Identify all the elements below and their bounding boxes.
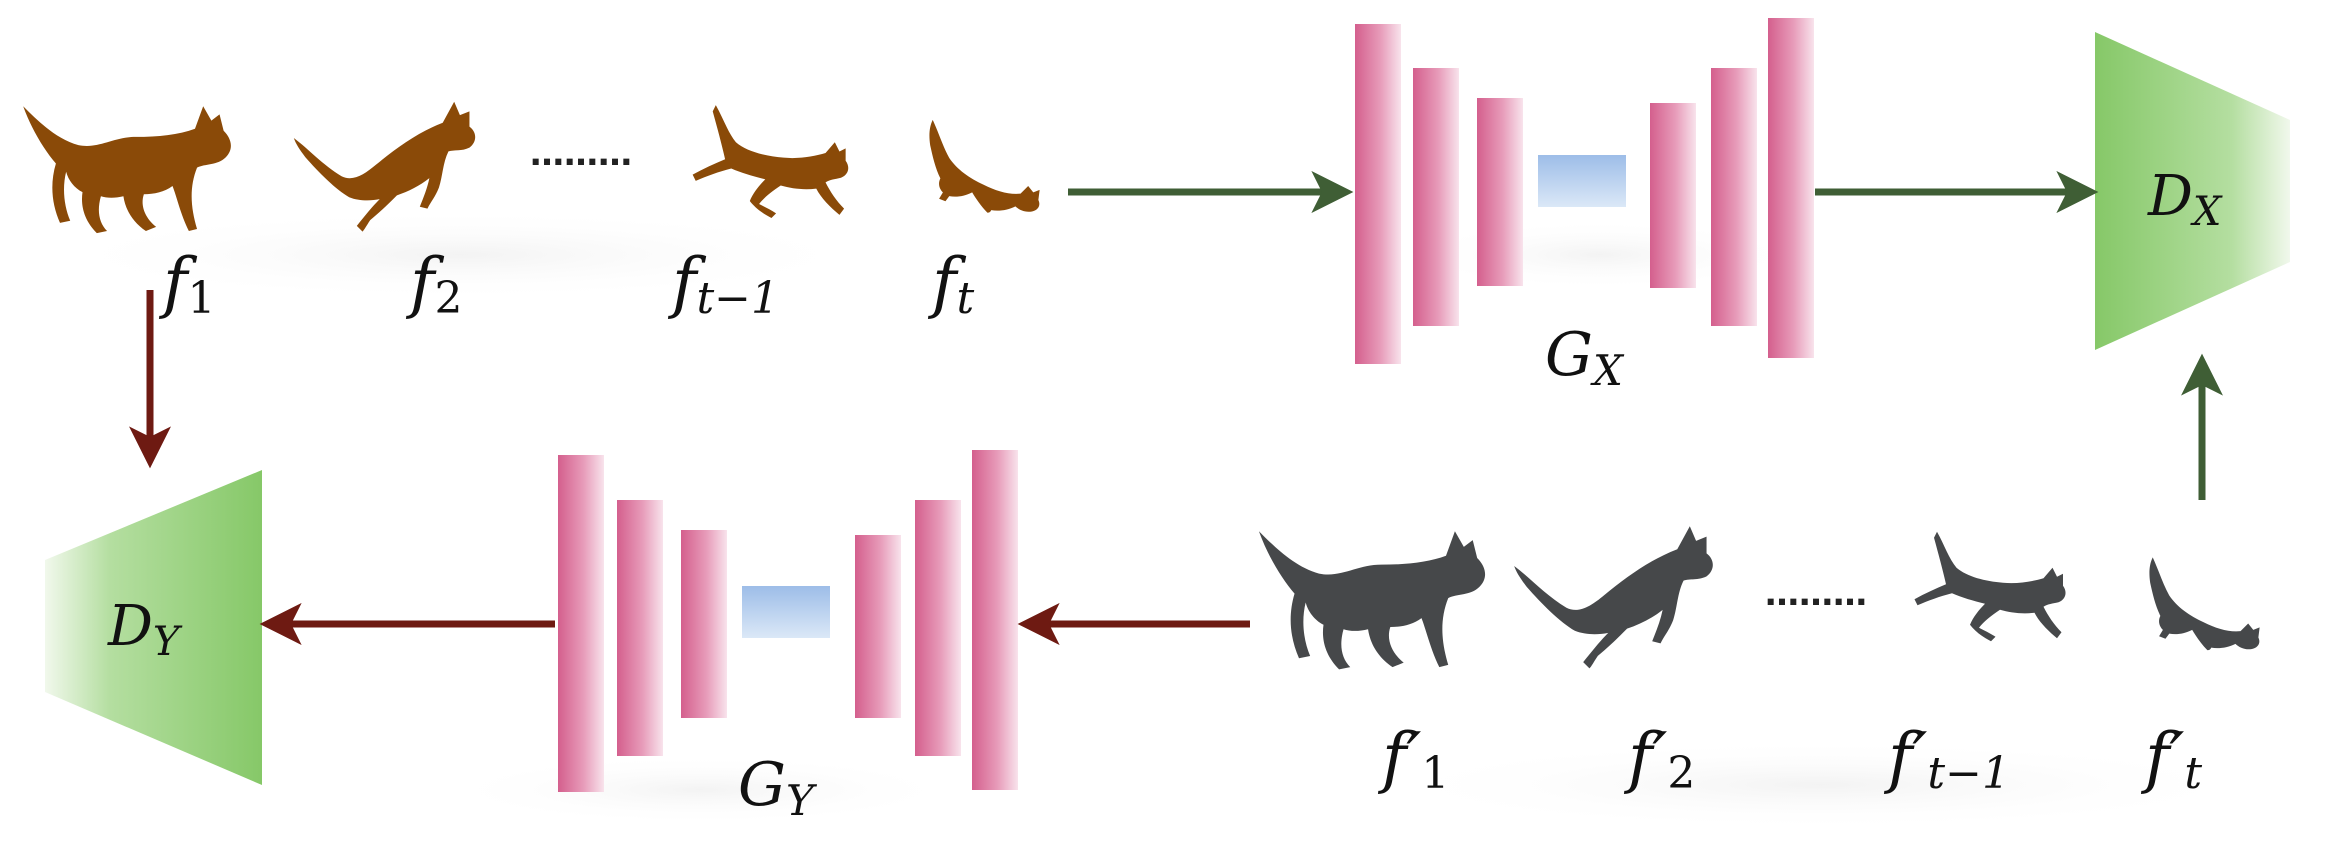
- top-arrows: [1068, 171, 2223, 500]
- cat-silhouette-icon: [1514, 526, 1713, 669]
- bottleneck-layer: [1538, 155, 1626, 207]
- generator-x: GX: [1355, 18, 1814, 395]
- bottleneck-layer: [742, 586, 830, 638]
- frame-label-f2: f2: [405, 244, 462, 324]
- encoder-layer: [855, 535, 901, 718]
- top-ellipsis: ………: [530, 134, 632, 174]
- cat-silhouette-icon: [1258, 531, 1486, 670]
- cat-silhouette-icon: [23, 106, 231, 234]
- discriminator-y-label: DY: [107, 594, 183, 665]
- discriminator-x-label: DX: [2147, 164, 2223, 235]
- cat-silhouette-icon: [692, 105, 849, 218]
- encoder-layer: [1355, 24, 1401, 364]
- frame-label-f-prime-1: f′1: [1377, 719, 1449, 799]
- bottom-frame-sequence: [1258, 526, 2260, 670]
- cat-silhouette-icon: [929, 119, 1040, 213]
- frame-label-f-prime-t-1: f′t−1: [1883, 719, 2010, 799]
- encoder-layer: [1477, 98, 1523, 286]
- encoder-layer: [1413, 68, 1459, 326]
- generator-x-label: GX: [1545, 320, 1625, 395]
- encoder-layer: [915, 500, 961, 756]
- background-shading: [40, 210, 2270, 830]
- generator-y-label: GY: [738, 750, 818, 825]
- frame-label-f-prime-t: f′t: [2140, 719, 2202, 799]
- discriminator-y-shape: [45, 470, 262, 785]
- discriminator-x: DX: [2095, 32, 2290, 350]
- frame-label-f-prime-2: f′2: [1623, 719, 1695, 799]
- encoder-layer: [972, 450, 1018, 790]
- cat-silhouette-icon: [1914, 531, 2066, 642]
- decoder-layer: [1711, 68, 1757, 326]
- generator-y: GY: [558, 450, 1018, 825]
- decoder-layer: [1650, 103, 1696, 288]
- discriminator-x-shape: [2095, 32, 2290, 350]
- frame-label-ft: ft: [927, 244, 974, 324]
- decoder-layer: [617, 500, 663, 756]
- decoder-layer: [1768, 18, 1814, 358]
- bottom-arrows: [129, 290, 1250, 645]
- decoder-layer: [558, 455, 604, 792]
- bottom-frame-labels: f′1 f′2 f′t−1 f′t: [1377, 719, 2202, 799]
- discriminator-y: DY: [45, 470, 262, 785]
- decoder-layer: [681, 530, 727, 718]
- cat-silhouette-icon: [2149, 557, 2260, 651]
- bottom-ellipsis: ………: [1765, 574, 1867, 614]
